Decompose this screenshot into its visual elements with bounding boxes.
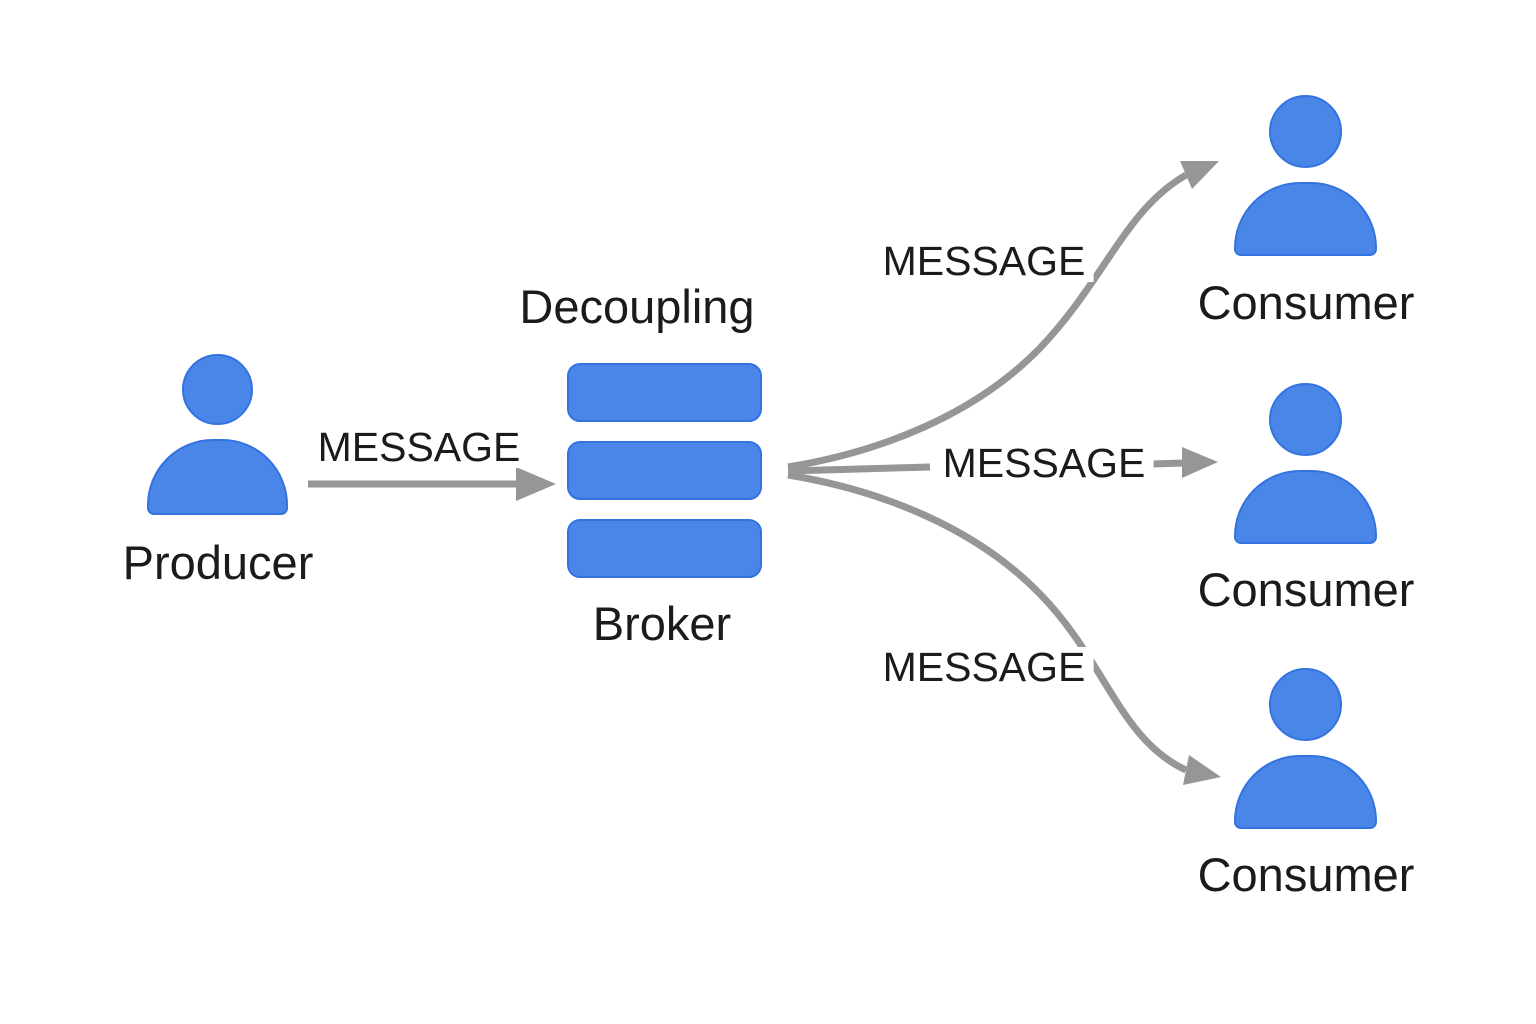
broker-queue-segment — [567, 441, 762, 500]
consumer-bottom-icon — [1234, 668, 1377, 829]
consumer-top-label: Consumer — [1197, 276, 1415, 329]
producer-icon — [147, 354, 288, 515]
person-body-icon — [1234, 470, 1377, 544]
arrowhead-consumer-middle-icon — [1182, 447, 1218, 478]
broker-queue-segment — [567, 363, 762, 422]
consumer-middle-icon — [1234, 383, 1377, 544]
consumer-top-icon — [1234, 95, 1377, 256]
curve-broker-to-consumer-bottom — [787, 471, 1188, 774]
arrowhead-consumer-top-icon — [1180, 161, 1219, 189]
decoupling-label: Decoupling — [519, 280, 755, 333]
message-label-consumer-bottom: MESSAGE — [874, 647, 1094, 688]
person-body-icon — [147, 439, 288, 515]
producer-label: Producer — [122, 536, 314, 589]
person-body-icon — [1234, 755, 1377, 829]
arrowhead-producer-to-broker-icon — [516, 467, 556, 501]
person-head-icon — [182, 354, 253, 425]
arrowhead-consumer-bottom-icon — [1183, 755, 1221, 785]
curve-broker-to-consumer-top — [787, 171, 1188, 471]
message-label-producer-broker: MESSAGE — [309, 427, 529, 468]
person-body-icon — [1234, 182, 1377, 256]
message-label-consumer-middle: MESSAGE — [934, 443, 1154, 484]
broker-label: Broker — [592, 597, 732, 650]
person-head-icon — [1269, 383, 1342, 456]
fan-line-middle — [787, 463, 931, 475]
broker-queue-segment — [567, 519, 762, 578]
arrow-consumer-middle-line — [1151, 459, 1185, 468]
message-label-consumer-top: MESSAGE — [874, 241, 1094, 282]
person-head-icon — [1269, 668, 1342, 741]
consumer-bottom-label: Consumer — [1197, 848, 1415, 901]
person-head-icon — [1269, 95, 1342, 168]
consumer-middle-label: Consumer — [1197, 563, 1415, 616]
